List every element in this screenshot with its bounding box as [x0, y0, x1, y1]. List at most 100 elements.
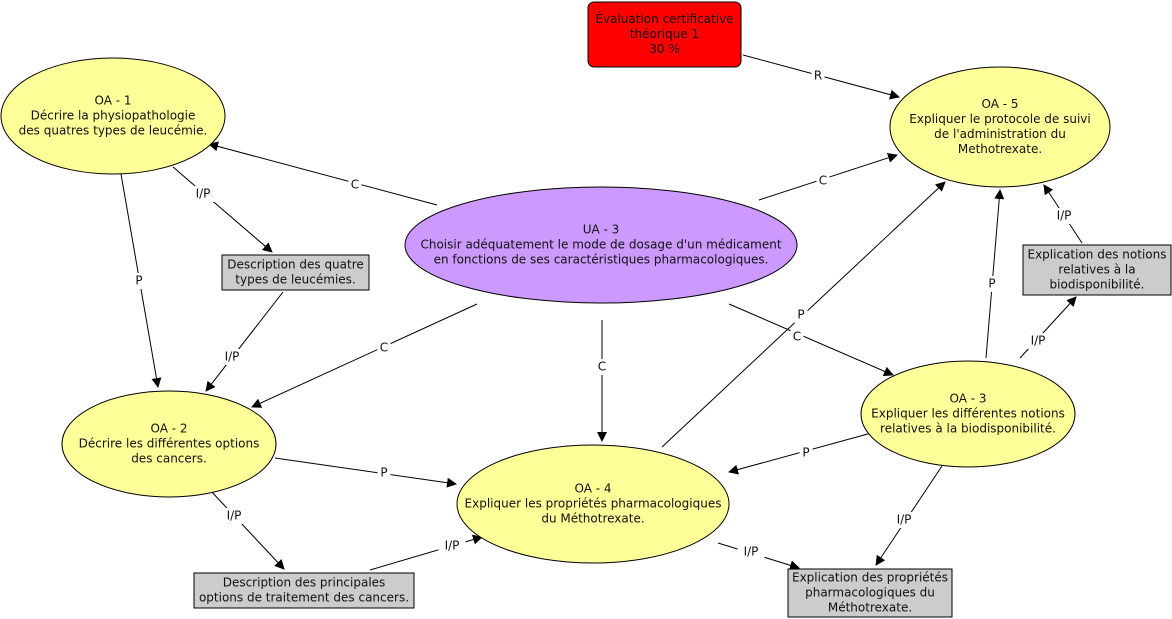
edge-label: I/P: [227, 509, 242, 523]
node-shape: [61, 390, 277, 498]
node-text-line: OA - 3: [949, 392, 986, 406]
edge-oa3-oa4: P: [728, 431, 876, 475]
edge-ua3-oa3: C: [728, 303, 894, 377]
edge-oa1-desc: I/P: [172, 166, 273, 253]
edge-label-background: [890, 512, 918, 528]
node-text-line: Méthotrexate.: [828, 601, 912, 615]
node-shape: [1022, 244, 1172, 296]
node-shape: [456, 444, 730, 564]
edge-label: I/P: [744, 545, 759, 559]
node-text-line: théorique 1: [630, 27, 699, 41]
edge-eval-oa5: R: [742, 54, 900, 100]
edge-label-background: [438, 538, 466, 554]
edge-label: P: [802, 446, 809, 460]
edge-label-background: [1050, 208, 1078, 224]
edge-label-background: [811, 68, 825, 84]
edge-line: [274, 457, 457, 488]
node-shape: [787, 568, 953, 618]
edge-label: C: [380, 341, 388, 355]
edge-label-background: [737, 544, 765, 560]
node-text-line: Description des quatre: [227, 258, 364, 272]
edge-label-background: [132, 273, 146, 289]
edge-label-background: [595, 359, 609, 375]
edge-line: [209, 489, 285, 570]
edge-oa2-desctrt: I/P: [209, 489, 285, 570]
node-text-line: Décrire les différentes options: [79, 437, 260, 451]
edge-label: P: [135, 274, 142, 288]
edge-line: [205, 291, 284, 392]
node-text-line: Expliquer les propriétés pharmacologique…: [465, 497, 722, 511]
node-shape: [587, 1, 742, 68]
edge-label-background: [218, 349, 246, 365]
edge-label: I/P: [1057, 209, 1072, 223]
edge-ua3-oa2: C: [251, 303, 478, 408]
edge-label-background: [189, 186, 217, 202]
node-text-line: OA - 2: [150, 422, 187, 436]
edge-label: C: [598, 360, 606, 374]
edge-line: [251, 303, 478, 408]
node-text-line: Expliquer les différentes notions: [871, 407, 1065, 421]
edge-label: C: [793, 330, 801, 344]
edge-label-background: [348, 177, 362, 193]
edge-label-background: [816, 173, 830, 189]
node-shape: [221, 254, 370, 291]
node-shape: [193, 572, 415, 609]
edge-oa2-oa4: P: [274, 457, 457, 488]
node-text-line: types de leucémies.: [235, 273, 355, 287]
edge-label-background: [220, 508, 248, 524]
node-text-line: en fonctions de ses caractéristiques pha…: [434, 253, 769, 267]
edge-line: [208, 141, 438, 206]
edge-oa3-explprop: I/P: [875, 465, 943, 566]
edge-label: C: [351, 178, 359, 192]
node-shape: [860, 360, 1076, 468]
edge-label: I/P: [1031, 334, 1046, 348]
edge-label-background: [799, 445, 813, 461]
node-text-line: pharmacologiques du: [805, 586, 935, 600]
edge-oa4-explprop: I/P: [717, 542, 800, 571]
edge-desctrt-oa4: I/P: [369, 534, 483, 571]
node-text-line: du Méthotrexate.: [541, 512, 644, 526]
node-shape: [404, 186, 798, 304]
edge-label: R: [814, 69, 822, 83]
node-text-line: Choisir adéquatement le mode de dosage d…: [420, 238, 781, 252]
node-text-line: biodisponibilité.: [1050, 278, 1145, 292]
node-text-line: OA - 4: [574, 482, 611, 496]
node-expl-proprietes[interactable]: Explication des propriétéspharmacologiqu…: [787, 568, 953, 618]
edge-label-background: [1024, 333, 1052, 349]
edge-label-background: [377, 465, 391, 481]
node-text-line: relatives à la: [1058, 263, 1135, 277]
node-shape: [889, 66, 1111, 188]
edge-oa3-explbio: I/P: [1019, 296, 1077, 359]
edge-explbio-oa5: I/P: [1043, 184, 1083, 244]
edge-label: I/P: [225, 350, 240, 364]
node-text-line: des cancers.: [131, 452, 207, 466]
edge-label-background: [790, 329, 804, 345]
edge-desc-oa2: I/P: [205, 291, 284, 392]
node-text-line: de l'administration du: [934, 127, 1066, 141]
node-text-line: Explication des notions: [1028, 248, 1167, 262]
edge-oa3-oa5: P: [985, 189, 1005, 359]
edge-line: [985, 189, 1005, 359]
node-shape: [0, 57, 226, 175]
edge-label-background: [985, 276, 999, 292]
edge-label-background: [377, 340, 391, 356]
edge-line: [728, 303, 894, 377]
edge-oa1-oa2: P: [120, 173, 162, 388]
edge-label: P: [380, 466, 387, 480]
edge-label: P: [988, 277, 995, 291]
edge-label: I/P: [445, 539, 460, 553]
edge-line: [172, 166, 273, 253]
edge-ua3-oa5: C: [758, 153, 898, 201]
